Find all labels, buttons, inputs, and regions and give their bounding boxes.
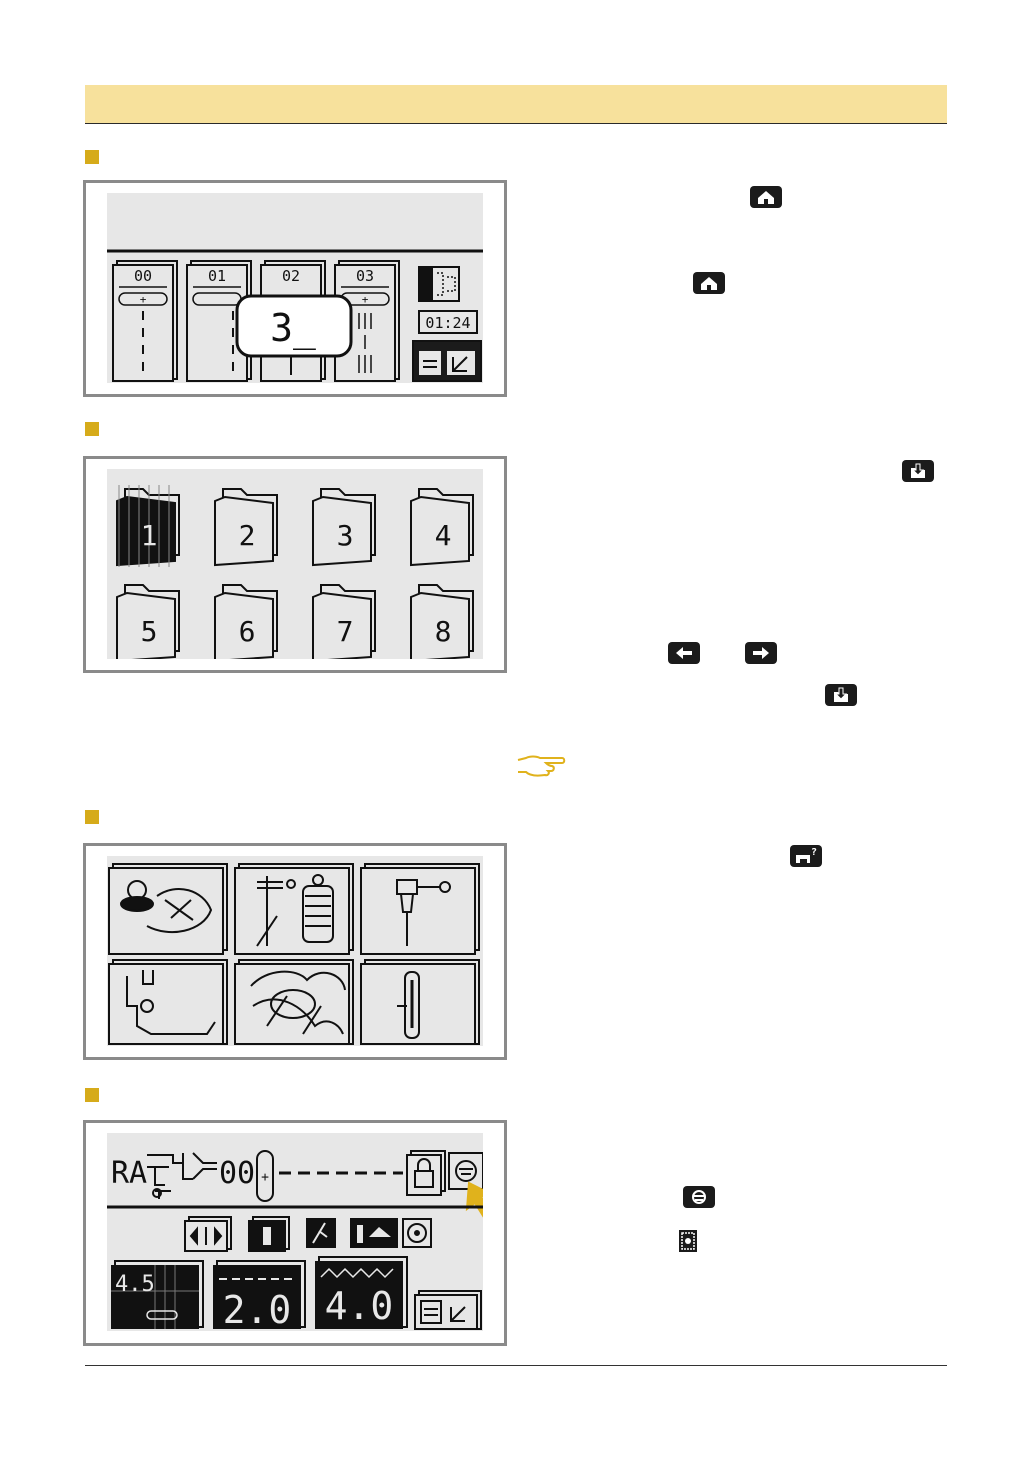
folder-save-icon[interactable] xyxy=(825,684,857,706)
folder-5[interactable]: 5 xyxy=(116,584,180,659)
footer-rule xyxy=(85,1365,947,1366)
stitch-number-01: 01 xyxy=(208,267,226,285)
svg-text:?: ? xyxy=(811,847,817,858)
bobbin-icon[interactable] xyxy=(683,1186,715,1208)
save-export-button[interactable] xyxy=(412,340,482,382)
bobbin-button[interactable] xyxy=(448,1152,483,1190)
stitch-width-card[interactable]: 4.5 xyxy=(111,1260,204,1329)
stitch-number-03: 03 xyxy=(356,267,374,285)
lcd-screen-3 xyxy=(83,843,507,1060)
stitch-number-02: 02 xyxy=(282,267,300,285)
stitch-preview-icon[interactable] xyxy=(418,266,460,302)
arrow-left-icon[interactable] xyxy=(668,642,700,664)
stitch-settings-display: RA 00 + xyxy=(107,1133,483,1331)
folder-7[interactable]: 7 xyxy=(312,584,376,659)
machine-stitch-icon xyxy=(147,1152,217,1199)
folder-label: 8 xyxy=(435,615,452,648)
arrow-right-icon[interactable] xyxy=(745,642,777,664)
save-export-button-2[interactable] xyxy=(414,1290,482,1330)
folder-8[interactable]: 8 xyxy=(410,584,474,659)
tension-value: 4.0 xyxy=(325,1284,394,1328)
help-topic-presser-foot[interactable] xyxy=(108,959,228,1045)
popup-number: 3_ xyxy=(270,306,316,351)
help-topic-needle[interactable] xyxy=(360,863,480,955)
folder-label: 2 xyxy=(239,519,256,552)
stitch-length-card[interactable]: 2.0 xyxy=(213,1260,306,1331)
folder-label: 1 xyxy=(141,519,158,552)
help-machine-icon[interactable]: ? xyxy=(790,845,822,867)
section-bullet-3 xyxy=(85,810,99,824)
folder-selection-display: 1 2 3 4 5 6 7 8 xyxy=(107,469,483,659)
lcd-screen-1: 00 + 01 02 03 + xyxy=(83,180,507,397)
folder-2[interactable]: 2 xyxy=(214,488,278,567)
section-header-band xyxy=(85,85,947,124)
home-icon[interactable] xyxy=(750,186,782,208)
help-topic-buttonhole[interactable] xyxy=(360,959,480,1045)
number-entry-popup: 3_ xyxy=(235,294,353,358)
tension-card[interactable]: 4.0 xyxy=(315,1256,408,1329)
section-bullet-2 xyxy=(85,422,99,436)
svg-text:+: + xyxy=(261,1170,269,1185)
stitch-length-value: 2.0 xyxy=(223,1288,292,1331)
lcd-screen-4: RA 00 + xyxy=(83,1120,507,1346)
help-topic-bobbin[interactable] xyxy=(234,863,354,955)
svg-text:+: + xyxy=(362,293,369,306)
presser-foot-lift-button[interactable] xyxy=(350,1218,398,1248)
folder-label: 4 xyxy=(435,519,452,552)
lcd-screen-2: 1 2 3 4 5 6 7 8 xyxy=(83,456,507,673)
pointing-hand-icon xyxy=(517,755,566,777)
needle-stop-button[interactable] xyxy=(306,1218,336,1248)
folder-label: 5 xyxy=(141,615,158,648)
bobbin-small-icon xyxy=(679,1230,697,1252)
mirror-button[interactable] xyxy=(184,1216,232,1252)
program-prefix: RA xyxy=(111,1156,147,1191)
stitch-width-value: 4.5 xyxy=(115,1272,155,1297)
home-icon[interactable] xyxy=(693,272,725,294)
help-topic-fabric[interactable] xyxy=(234,959,354,1045)
section-bullet-1 xyxy=(85,150,99,164)
time-display: 01:24 xyxy=(425,314,470,332)
stitch-number: 00 xyxy=(219,1156,255,1191)
folder-3[interactable]: 3 xyxy=(312,488,376,567)
section-bullet-4 xyxy=(85,1088,99,1102)
lock-button[interactable] xyxy=(406,1150,446,1196)
folder-label: 7 xyxy=(337,615,354,648)
help-topic-threading[interactable] xyxy=(108,863,228,955)
start-stop-button[interactable] xyxy=(402,1218,432,1248)
folder-label: 3 xyxy=(337,519,354,552)
folder-4[interactable]: 4 xyxy=(410,488,474,567)
stitch-card-03[interactable]: 03 + xyxy=(334,260,400,382)
help-topics-display xyxy=(107,856,483,1046)
folder-6[interactable]: 6 xyxy=(214,584,278,659)
folder-1[interactable]: 1 xyxy=(116,485,180,567)
stitch-card-00[interactable]: 00 + xyxy=(112,260,178,382)
folder-save-icon[interactable] xyxy=(902,460,934,482)
time-box xyxy=(418,310,478,334)
svg-text:+: + xyxy=(140,293,147,306)
folder-label: 6 xyxy=(239,615,256,648)
stitch-selection-display: 00 + 01 02 03 + xyxy=(107,193,483,383)
stitch-number-00: 00 xyxy=(134,267,152,285)
needle-position-button[interactable] xyxy=(248,1216,290,1252)
